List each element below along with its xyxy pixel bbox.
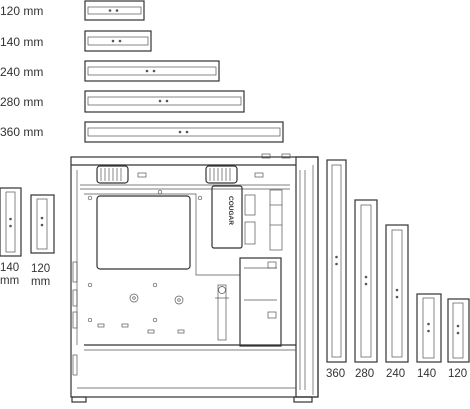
rear-radiator-140: 140 mm (0, 187, 22, 287)
front-radiator-280: 280 (354, 199, 378, 380)
front-radiator-280-label: 280 (355, 368, 374, 380)
front-radiator-360-label: 360 (326, 368, 345, 380)
top-radiator-360: 360 mm (0, 121, 284, 143)
front-radiator-140-label: 140 (417, 368, 436, 380)
top-radiator-280-label: 280 mm (0, 95, 43, 109)
top-radiator-280: 280 mm (0, 90, 245, 113)
rear-radiator-120-label: 120 (31, 263, 50, 275)
top-radiator-120-label: 120 mm (0, 4, 43, 18)
front-radiator-240-label: 240 (386, 368, 405, 380)
top-radiator-360-label: 360 mm (0, 125, 43, 139)
pc-case-side-view: COUGAR (70, 153, 319, 403)
front-radiator-120-label: 120 (448, 368, 467, 380)
front-radiator-120: 120 (447, 298, 470, 380)
case-brand-logo: COUGAR (227, 196, 234, 225)
top-radiator-240-label: 240 mm (0, 65, 43, 79)
top-radiator-120: 120 mm (0, 0, 145, 21)
top-radiator-140: 140 mm (0, 30, 152, 52)
front-radiator-240: 240 (385, 224, 409, 380)
front-radiator-140: 140 (416, 293, 442, 380)
top-radiator-240: 240 mm (0, 60, 220, 82)
front-radiator-360: 360 (326, 159, 347, 380)
rear-radiator-140-label: 140 (0, 262, 19, 274)
rear-radiator-120-unit: mm (31, 276, 50, 288)
top-radiator-140-label: 140 mm (0, 35, 43, 49)
rear-radiator-120: 120 mm (30, 194, 55, 288)
rear-radiator-140-unit: mm (0, 275, 19, 287)
